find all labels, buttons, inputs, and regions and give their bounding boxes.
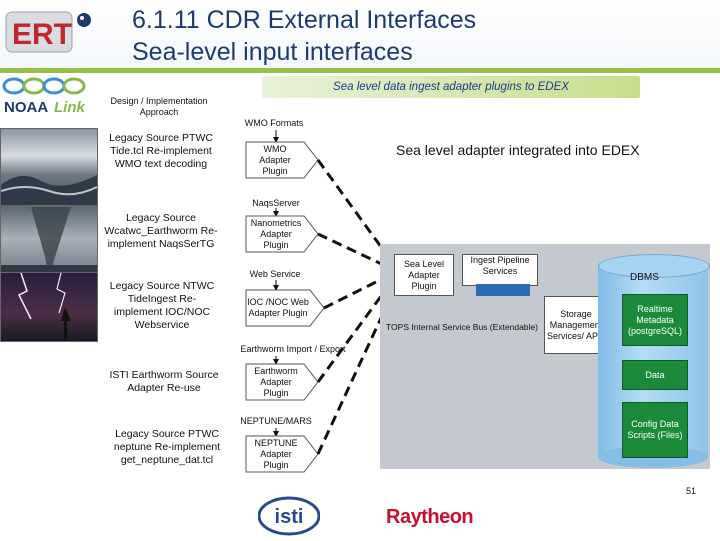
- noaa-link-logo: NOAA Link: [0, 74, 96, 118]
- subtitle-bar: [262, 76, 640, 98]
- storm-surge-photo: [0, 128, 98, 206]
- label-web-service: Web Service: [249, 269, 301, 279]
- title-divider: [0, 68, 720, 73]
- tops-service-bus: TOPS Internal Service Bus (Extendable): [386, 322, 538, 332]
- ert-logo: ERT: [4, 6, 104, 58]
- title-line-2: Sea-level input interfaces: [132, 38, 413, 66]
- source-wcatwc-earthworm: Legacy Source Wcatwc_Earthworm Re-implem…: [104, 212, 218, 250]
- raytheon-logo: Raytheon: [386, 506, 474, 528]
- pipeline-strip: [476, 284, 530, 296]
- label-naqsserver: NaqsServer: [252, 198, 300, 208]
- sea-level-adapter-plugin: Sea Level Adapter Plugin: [394, 254, 454, 296]
- source-ptwc-neptune: Legacy Source PTWC neptune Re-implement …: [113, 428, 221, 466]
- ingest-pipeline-services: Ingest Pipeline Services: [462, 254, 538, 286]
- link-text: Link: [54, 99, 85, 116]
- data-store: Data: [622, 360, 688, 390]
- title-line-1: 6.1.11 CDR External Interfaces: [132, 6, 477, 34]
- tornado-photo: [0, 206, 98, 278]
- label-neptune-mars: NEPTUNE/MARS: [240, 416, 312, 426]
- realtime-metadata-db: Realtime Metadata (postgreSQL): [622, 294, 688, 346]
- source-isti-earthworm: ISTI Earthworm Source Adapter Re-use: [109, 369, 219, 394]
- edex-heading: Sea level adapter integrated into EDEX: [396, 142, 640, 158]
- title-band: [0, 0, 720, 70]
- source-ptwc-tide: Legacy Source PTWC Tide.tcl Re-implement…: [109, 132, 213, 170]
- label-wmo-formats: WMO Formats: [244, 118, 304, 128]
- lightning-photo: [0, 272, 98, 342]
- dbms-cylinder-top: [598, 254, 710, 278]
- wmo-adapter-plugin: WMO Adapter Plugin: [259, 143, 291, 176]
- label-earthworm-import-export: Earthworm Import / Export: [240, 344, 346, 354]
- dbms-label: DBMS: [630, 272, 659, 283]
- earthworm-adapter-plugin: Earthworm Adapter Plugin: [254, 365, 298, 398]
- nanometrics-adapter-plugin: Nanometrics Adapter Plugin: [250, 217, 302, 250]
- neptune-adapter-plugin: NEPTUNE Adapter Plugin: [254, 437, 298, 470]
- subtitle: Sea level data ingest adapter plugins to…: [333, 81, 569, 93]
- ioc-noc-web-adapter-plugin: IOC /NOC Web Adapter Plugin: [247, 297, 309, 318]
- config-data-scripts: Config Data Scripts (Files): [622, 402, 688, 458]
- isti-logo: isti: [257, 496, 321, 536]
- isti-logo-text: isti: [275, 506, 304, 528]
- noaa-text: NOAA: [4, 99, 48, 116]
- page-number: 51: [686, 486, 697, 496]
- design-approach-heading: Design / Implementation Approach: [110, 96, 208, 117]
- storage-management-services: Storage Management Services/ APIs: [544, 296, 608, 354]
- source-ntwc-tideingest: Legacy Source NTWC TideIngest Re-impleme…: [109, 280, 215, 331]
- page-title: 6.1.11 CDR External Interfaces Sea-level…: [132, 4, 476, 68]
- ert-logo-text: ERT: [12, 18, 72, 51]
